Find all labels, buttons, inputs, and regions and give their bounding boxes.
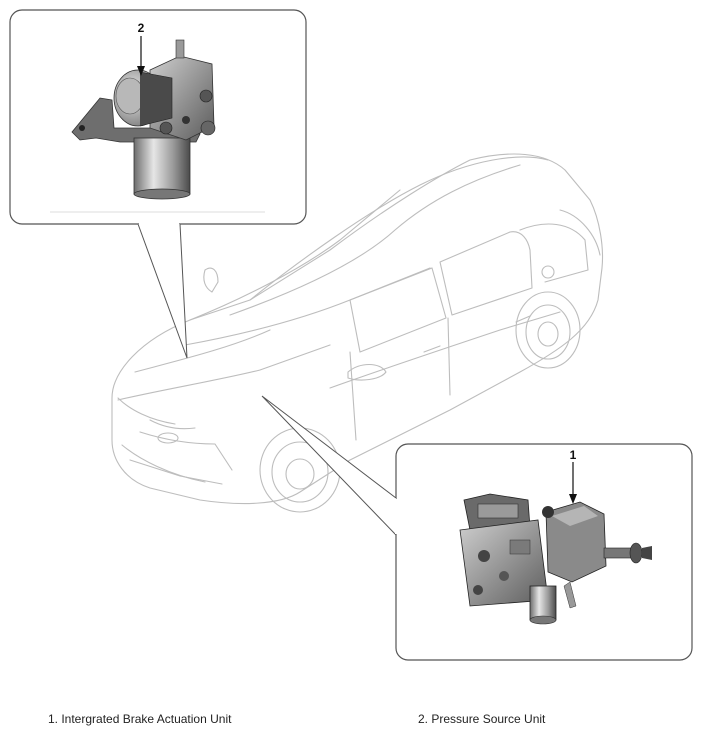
legend-item-1: 1. Intergrated Brake Actuation Unit xyxy=(48,712,232,726)
callout-pointer-top xyxy=(137,223,188,359)
leader-arrow-1 xyxy=(569,494,577,504)
callout-pointer-bottom xyxy=(261,395,397,536)
callout-number-2: 2 xyxy=(138,21,145,35)
legend-item-2: 2. Pressure Source Unit xyxy=(418,712,546,726)
pressure-source-unit-illustration xyxy=(71,39,216,200)
callout-number-1: 1 xyxy=(570,448,577,462)
leader-arrow-2 xyxy=(137,66,145,76)
brake-actuation-unit-illustration xyxy=(459,493,652,625)
